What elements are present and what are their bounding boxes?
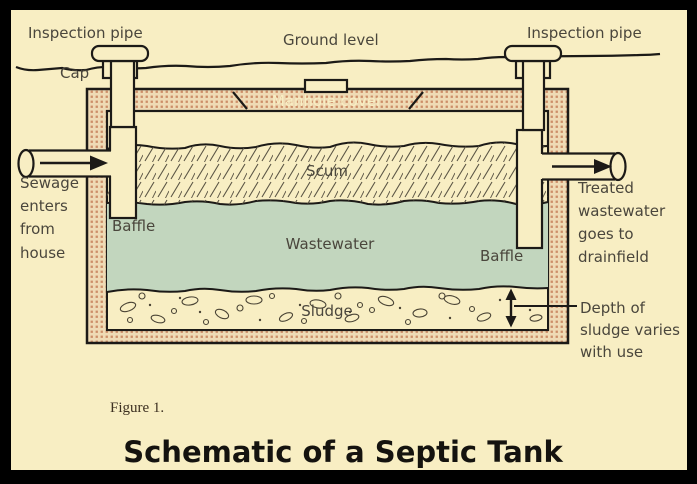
- sludge-layer: [106, 285, 549, 331]
- pipe-cap-right: [503, 44, 563, 63]
- scum-layer: [106, 141, 549, 206]
- annotation-sludge-depth: Depth of sludge varies with use: [580, 299, 680, 361]
- page-title: Schematic of a Septic Tank: [123, 435, 563, 469]
- outlet-pipe: [536, 151, 627, 182]
- annotation-depth-line3: with use: [580, 343, 643, 361]
- inlet-pipe: [17, 148, 122, 179]
- label-inspection-pipe-left: Inspection pipe: [28, 24, 143, 42]
- label-cap: Cap: [60, 64, 89, 82]
- annotation-inlet-line4: house: [20, 244, 65, 262]
- pipe-riser-right: [521, 59, 546, 132]
- annotation-outlet-line1: Treated: [577, 179, 634, 197]
- annotation-inlet-line3: from: [20, 220, 55, 238]
- label-inspection-pipe-right: Inspection pipe: [527, 24, 642, 42]
- annotation-inlet-line2: enters: [20, 197, 68, 215]
- label-manhole-cover: Manhole cover: [272, 92, 383, 110]
- manhole-slit-left: [232, 91, 248, 110]
- inspection-pipe-right: [503, 44, 563, 250]
- manhole-slit-right: [408, 91, 424, 110]
- outlet-pipe-opening: [609, 151, 627, 182]
- manhole-handle: [303, 78, 349, 94]
- label-ground-level: Ground level: [283, 31, 379, 49]
- label-wastewater: Wastewater: [286, 235, 376, 253]
- flow-arrow-in-icon: [40, 155, 108, 171]
- annotation-depth-line2: sludge varies: [580, 321, 680, 339]
- baffle-right: [515, 128, 544, 250]
- flow-arrow-out-icon: [552, 159, 612, 174]
- annotation-outlet-line3: goes to: [578, 225, 634, 243]
- annotation-outlet: Treated wastewater goes to drainfield: [577, 179, 666, 266]
- label-scum: Scum: [306, 162, 348, 180]
- label-sludge: Sludge: [301, 302, 352, 320]
- pipe-cap-left: [90, 44, 150, 63]
- pipe-riser-left: [109, 59, 136, 129]
- inlet-pipe-opening: [17, 148, 35, 179]
- sludge-depth-arrow-icon: [505, 288, 577, 328]
- annotation-depth-line1: Depth of: [580, 299, 646, 317]
- annotation-outlet-line4: drainfield: [578, 248, 649, 266]
- annotation-inlet: Sewage enters from house: [20, 174, 79, 262]
- sludge-pebbles: [119, 292, 543, 326]
- sludge-dots: [148, 296, 532, 322]
- manhole-cover: [232, 78, 424, 110]
- label-baffle-left: Baffle: [112, 217, 155, 235]
- annotation-outlet-line2: wastewater: [578, 202, 666, 220]
- annotation-inlet-line1: Sewage: [20, 174, 79, 192]
- label-baffle-right: Baffle: [480, 247, 523, 265]
- figure-caption: Figure 1.: [110, 400, 164, 416]
